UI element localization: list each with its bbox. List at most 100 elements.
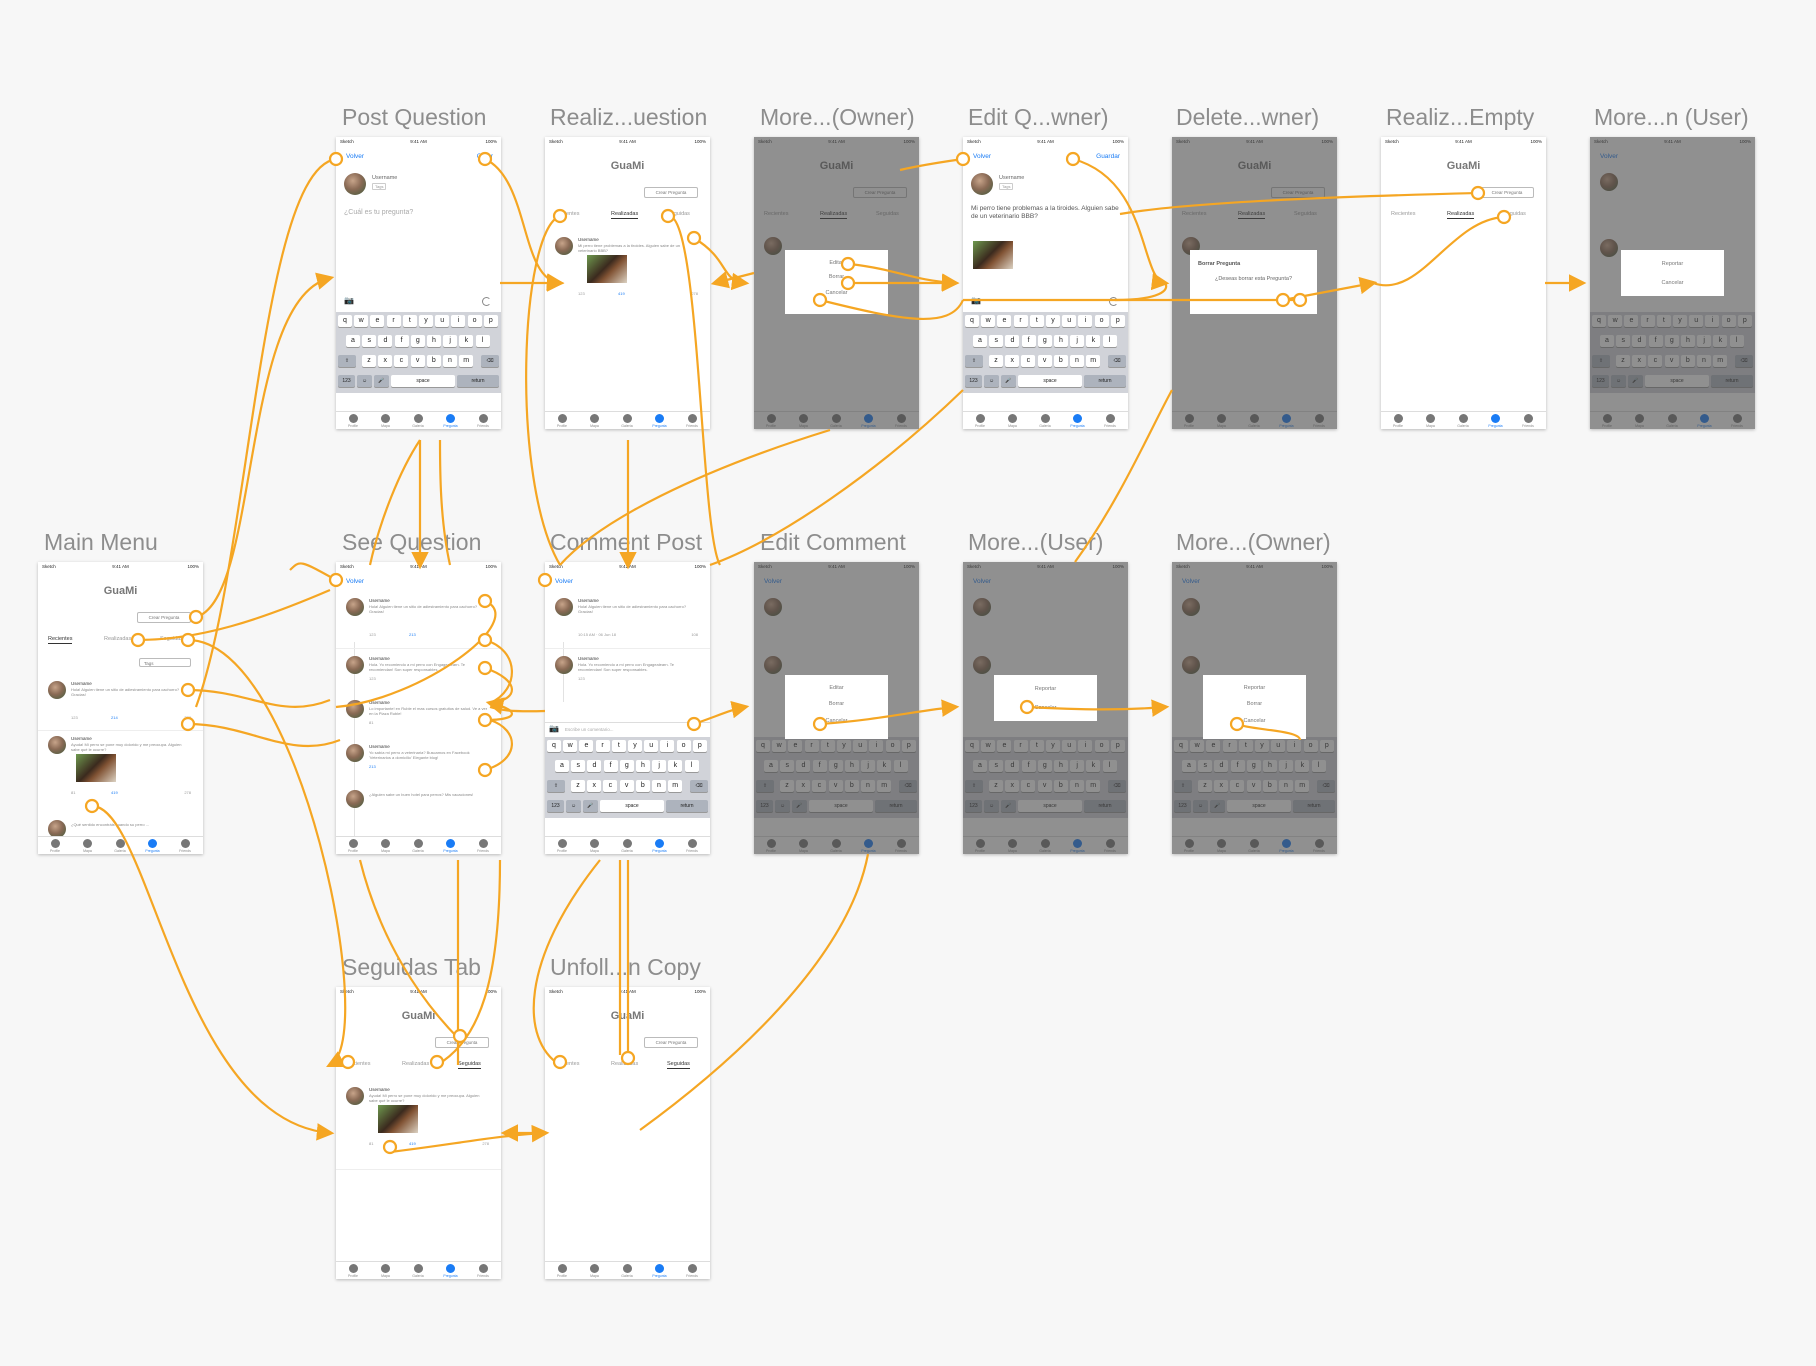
- key-m[interactable]: m: [1295, 780, 1310, 792]
- key-g[interactable]: g: [1664, 335, 1679, 347]
- key-u[interactable]: u: [644, 740, 659, 752]
- back-button[interactable]: Volver: [1600, 153, 1619, 160]
- return-key[interactable]: return: [1084, 375, 1126, 387]
- key-r[interactable]: r: [804, 740, 819, 752]
- key-r[interactable]: r: [1013, 315, 1028, 327]
- key-o[interactable]: o: [1094, 740, 1109, 752]
- shift-key[interactable]: ⇧: [756, 780, 774, 792]
- tab-realizadas[interactable]: Realizadas: [1447, 211, 1475, 219]
- key-q[interactable]: q: [965, 740, 979, 752]
- tab-bar-item-friends[interactable]: Friends: [679, 414, 705, 428]
- key-w[interactable]: w: [1190, 740, 1205, 752]
- key-q[interactable]: q: [965, 315, 979, 327]
- delete-key[interactable]: ⌫: [1108, 780, 1126, 792]
- key-p[interactable]: p: [1737, 315, 1752, 327]
- tab-bar-item-friends[interactable]: Friends: [470, 1264, 496, 1278]
- emoji-key[interactable]: ☺: [566, 800, 581, 812]
- key-u[interactable]: u: [1062, 315, 1077, 327]
- key-w[interactable]: w: [563, 740, 578, 752]
- key-o[interactable]: o: [885, 740, 900, 752]
- delete-key[interactable]: ⌫: [1735, 355, 1753, 367]
- key-b[interactable]: b: [426, 355, 441, 367]
- key-c[interactable]: c: [1230, 780, 1245, 792]
- key-n[interactable]: n: [1070, 355, 1084, 367]
- key-j[interactable]: j: [1279, 760, 1294, 772]
- key-u[interactable]: u: [1062, 740, 1077, 752]
- key-d[interactable]: d: [378, 335, 393, 347]
- tab-realizadas[interactable]: Realizadas: [104, 636, 132, 642]
- report-option[interactable]: Reportar: [1034, 686, 1057, 692]
- key-r[interactable]: r: [1222, 740, 1237, 752]
- key-p[interactable]: p: [483, 315, 498, 327]
- key-t[interactable]: t: [402, 315, 417, 327]
- create-question-button[interactable]: Crear Pregunta: [1480, 187, 1534, 198]
- key-e[interactable]: e: [997, 740, 1012, 752]
- create-question-button[interactable]: Crear Pregunta: [1271, 187, 1325, 198]
- tab-bar-item-galería[interactable]: Galería: [614, 1264, 640, 1278]
- mic-key[interactable]: 🎤: [1001, 375, 1016, 387]
- key-k[interactable]: k: [877, 760, 892, 772]
- tab-bar-item-friends[interactable]: Friends: [1097, 414, 1123, 428]
- key-j[interactable]: j: [652, 760, 667, 772]
- tab-bar-item-friends[interactable]: Friends: [1306, 414, 1332, 428]
- key-i[interactable]: i: [1705, 315, 1720, 327]
- tab-bar-item-pregunta[interactable]: Pregunta: [856, 414, 882, 428]
- key-a[interactable]: a: [764, 760, 778, 772]
- options-modal[interactable]: Reportar Cancelar: [994, 675, 1097, 721]
- key-b[interactable]: b: [1680, 355, 1695, 367]
- key-d[interactable]: d: [587, 760, 602, 772]
- tab-bar-item-galería[interactable]: Galería: [823, 839, 849, 853]
- key-m[interactable]: m: [1086, 780, 1101, 792]
- key-c[interactable]: c: [812, 780, 827, 792]
- key-m[interactable]: m: [877, 780, 892, 792]
- tab-bar-item-pregunta[interactable]: Pregunta: [1065, 839, 1091, 853]
- key-f[interactable]: f: [394, 335, 409, 347]
- tab-bar-item-pregunta[interactable]: Pregunta: [1274, 839, 1300, 853]
- tab-seguidas[interactable]: Seguidas: [160, 636, 183, 642]
- key-w[interactable]: w: [981, 315, 996, 327]
- edit-option[interactable]: Editar: [829, 260, 844, 266]
- delete-key[interactable]: ⌫: [1317, 780, 1335, 792]
- key-c[interactable]: c: [394, 355, 409, 367]
- key-w[interactable]: w: [772, 740, 787, 752]
- key-e[interactable]: e: [1206, 740, 1221, 752]
- key-f[interactable]: f: [603, 760, 618, 772]
- tab-bar-item-profile[interactable]: Profile: [42, 839, 68, 853]
- save-button[interactable]: Guardar: [1096, 153, 1120, 160]
- tab-bar-item-galería[interactable]: Galería: [1032, 414, 1058, 428]
- tab-bar-item-galería[interactable]: Galería: [405, 414, 431, 428]
- key-u[interactable]: u: [435, 315, 450, 327]
- key-x[interactable]: x: [1005, 780, 1020, 792]
- key-z[interactable]: z: [362, 355, 376, 367]
- back-button[interactable]: Volver: [973, 153, 992, 160]
- tab-bar-item-mapa[interactable]: Mapa: [1209, 839, 1235, 853]
- key-g[interactable]: g: [410, 335, 425, 347]
- tab-bar-item-mapa[interactable]: Mapa: [791, 414, 817, 428]
- key-a[interactable]: a: [973, 760, 987, 772]
- key-j[interactable]: j: [1697, 335, 1712, 347]
- options-modal[interactable]: Reportar Borrar Cancelar: [1203, 675, 1306, 739]
- tab-bar-item-profile[interactable]: Profile: [1176, 839, 1202, 853]
- key-b[interactable]: b: [635, 780, 650, 792]
- tab-bar-item-profile[interactable]: Profile: [340, 1264, 366, 1278]
- tab-bar-item-galería[interactable]: Galería: [1659, 414, 1685, 428]
- tab-bar-item-friends[interactable]: Friends: [888, 414, 914, 428]
- key-c[interactable]: c: [1021, 355, 1036, 367]
- key-o[interactable]: o: [676, 740, 691, 752]
- create-question-button[interactable]: Crear Pregunta: [435, 1037, 489, 1048]
- comment-item[interactable]: Username Hola. Yo recomiendo a mi perro …: [555, 654, 702, 704]
- key-u[interactable]: u: [853, 740, 868, 752]
